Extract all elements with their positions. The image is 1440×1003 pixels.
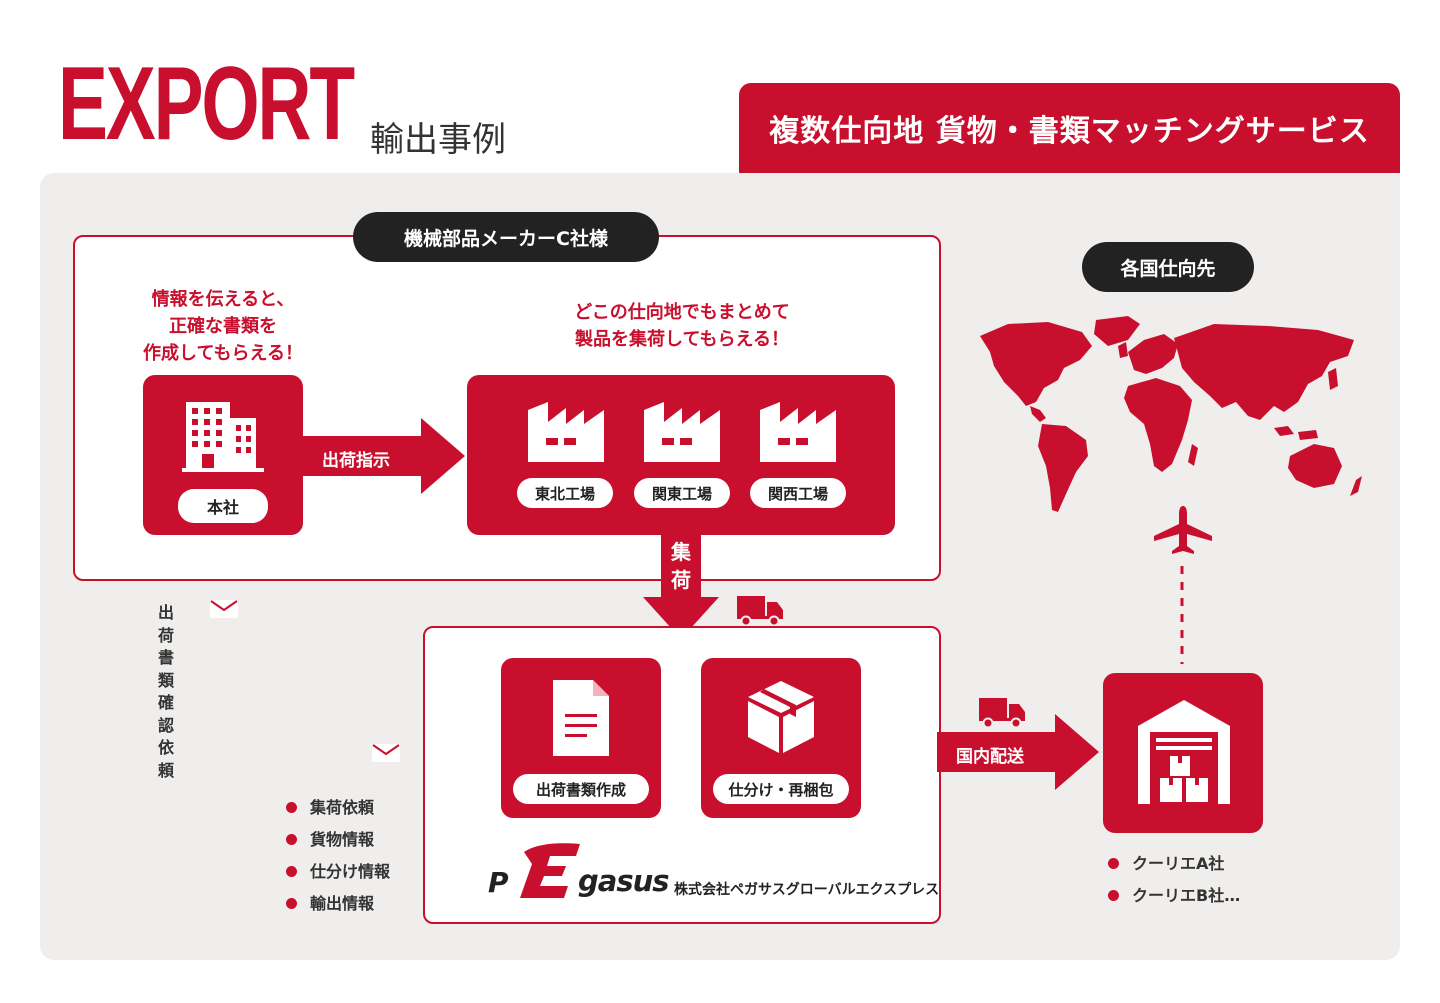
factory-label-kansai: 関西工場 bbox=[750, 478, 846, 508]
mail-icon bbox=[372, 744, 400, 762]
pickup-arrow bbox=[643, 535, 719, 639]
destination-label: 各国仕向先 bbox=[1082, 242, 1254, 292]
factory-icon bbox=[760, 402, 836, 462]
domestic-delivery-label: 国内配送 bbox=[956, 747, 1024, 767]
hq-label: 本社 bbox=[178, 489, 268, 523]
list-item: 仕分け情報 bbox=[284, 856, 390, 888]
service-banner: 複数仕向地 貨物・書類マッチングサービス bbox=[739, 83, 1400, 173]
factory-label-kanto: 関東工場 bbox=[634, 478, 730, 508]
list-item: 輸出情報 bbox=[284, 888, 390, 920]
request-info-list: 集荷依頼 貨物情報 仕分け情報 輸出情報 bbox=[284, 792, 390, 920]
page-subtitle: 輸出事例 bbox=[370, 120, 506, 160]
pickup-label: 集 荷 bbox=[671, 540, 691, 592]
company-name: 株式会社ペガサスグローバルエクスプレス bbox=[674, 882, 940, 898]
mail-icon bbox=[210, 600, 238, 618]
list-item: クーリエA社 bbox=[1106, 848, 1240, 880]
list-item: クーリエB社… bbox=[1106, 880, 1240, 912]
shipping-instruction-label: 出荷指示 bbox=[322, 451, 390, 471]
warehouse-card bbox=[1103, 673, 1263, 833]
factory-icon bbox=[528, 402, 604, 462]
factory-icon bbox=[644, 402, 720, 462]
document-icon bbox=[553, 680, 609, 756]
client-note-left: 情報を伝えると、 正確な書類を 作成してもらえる！ bbox=[142, 289, 304, 364]
page-title: EXPORT bbox=[58, 46, 355, 162]
truck-icon bbox=[737, 596, 783, 627]
truck-icon bbox=[979, 698, 1025, 729]
client-note-right: どこの仕向地でもまとめて 製品を集荷してもらえる！ bbox=[574, 302, 790, 350]
client-label: 機械部品メーカーC社様 bbox=[353, 212, 659, 262]
shipping-instruction-arrow bbox=[303, 418, 465, 494]
package-icon bbox=[748, 681, 814, 753]
list-item: 集荷依頼 bbox=[284, 792, 390, 824]
document-request-arrow bbox=[188, 548, 460, 788]
warehouse-icon bbox=[1138, 700, 1230, 804]
domestic-delivery-arrow bbox=[937, 714, 1099, 790]
list-item: 貨物情報 bbox=[284, 824, 390, 856]
service-label-documents: 出荷書類作成 bbox=[513, 774, 649, 804]
air-route-dashed-line bbox=[1180, 566, 1184, 664]
world-map-icon bbox=[980, 316, 1362, 512]
airplane-icon bbox=[1154, 506, 1212, 554]
courier-list: クーリエA社 クーリエB社… bbox=[1106, 848, 1240, 912]
building-icon bbox=[182, 402, 264, 472]
service-label-sorting: 仕分け・再梱包 bbox=[713, 774, 849, 804]
pegasus-mark-icon bbox=[520, 843, 580, 898]
factory-label-tohoku: 東北工場 bbox=[517, 478, 613, 508]
pegasus-logo: P E gasus bbox=[486, 842, 669, 902]
document-request-label: 出 荷 書 類 確 認 依 頼 bbox=[157, 603, 174, 780]
